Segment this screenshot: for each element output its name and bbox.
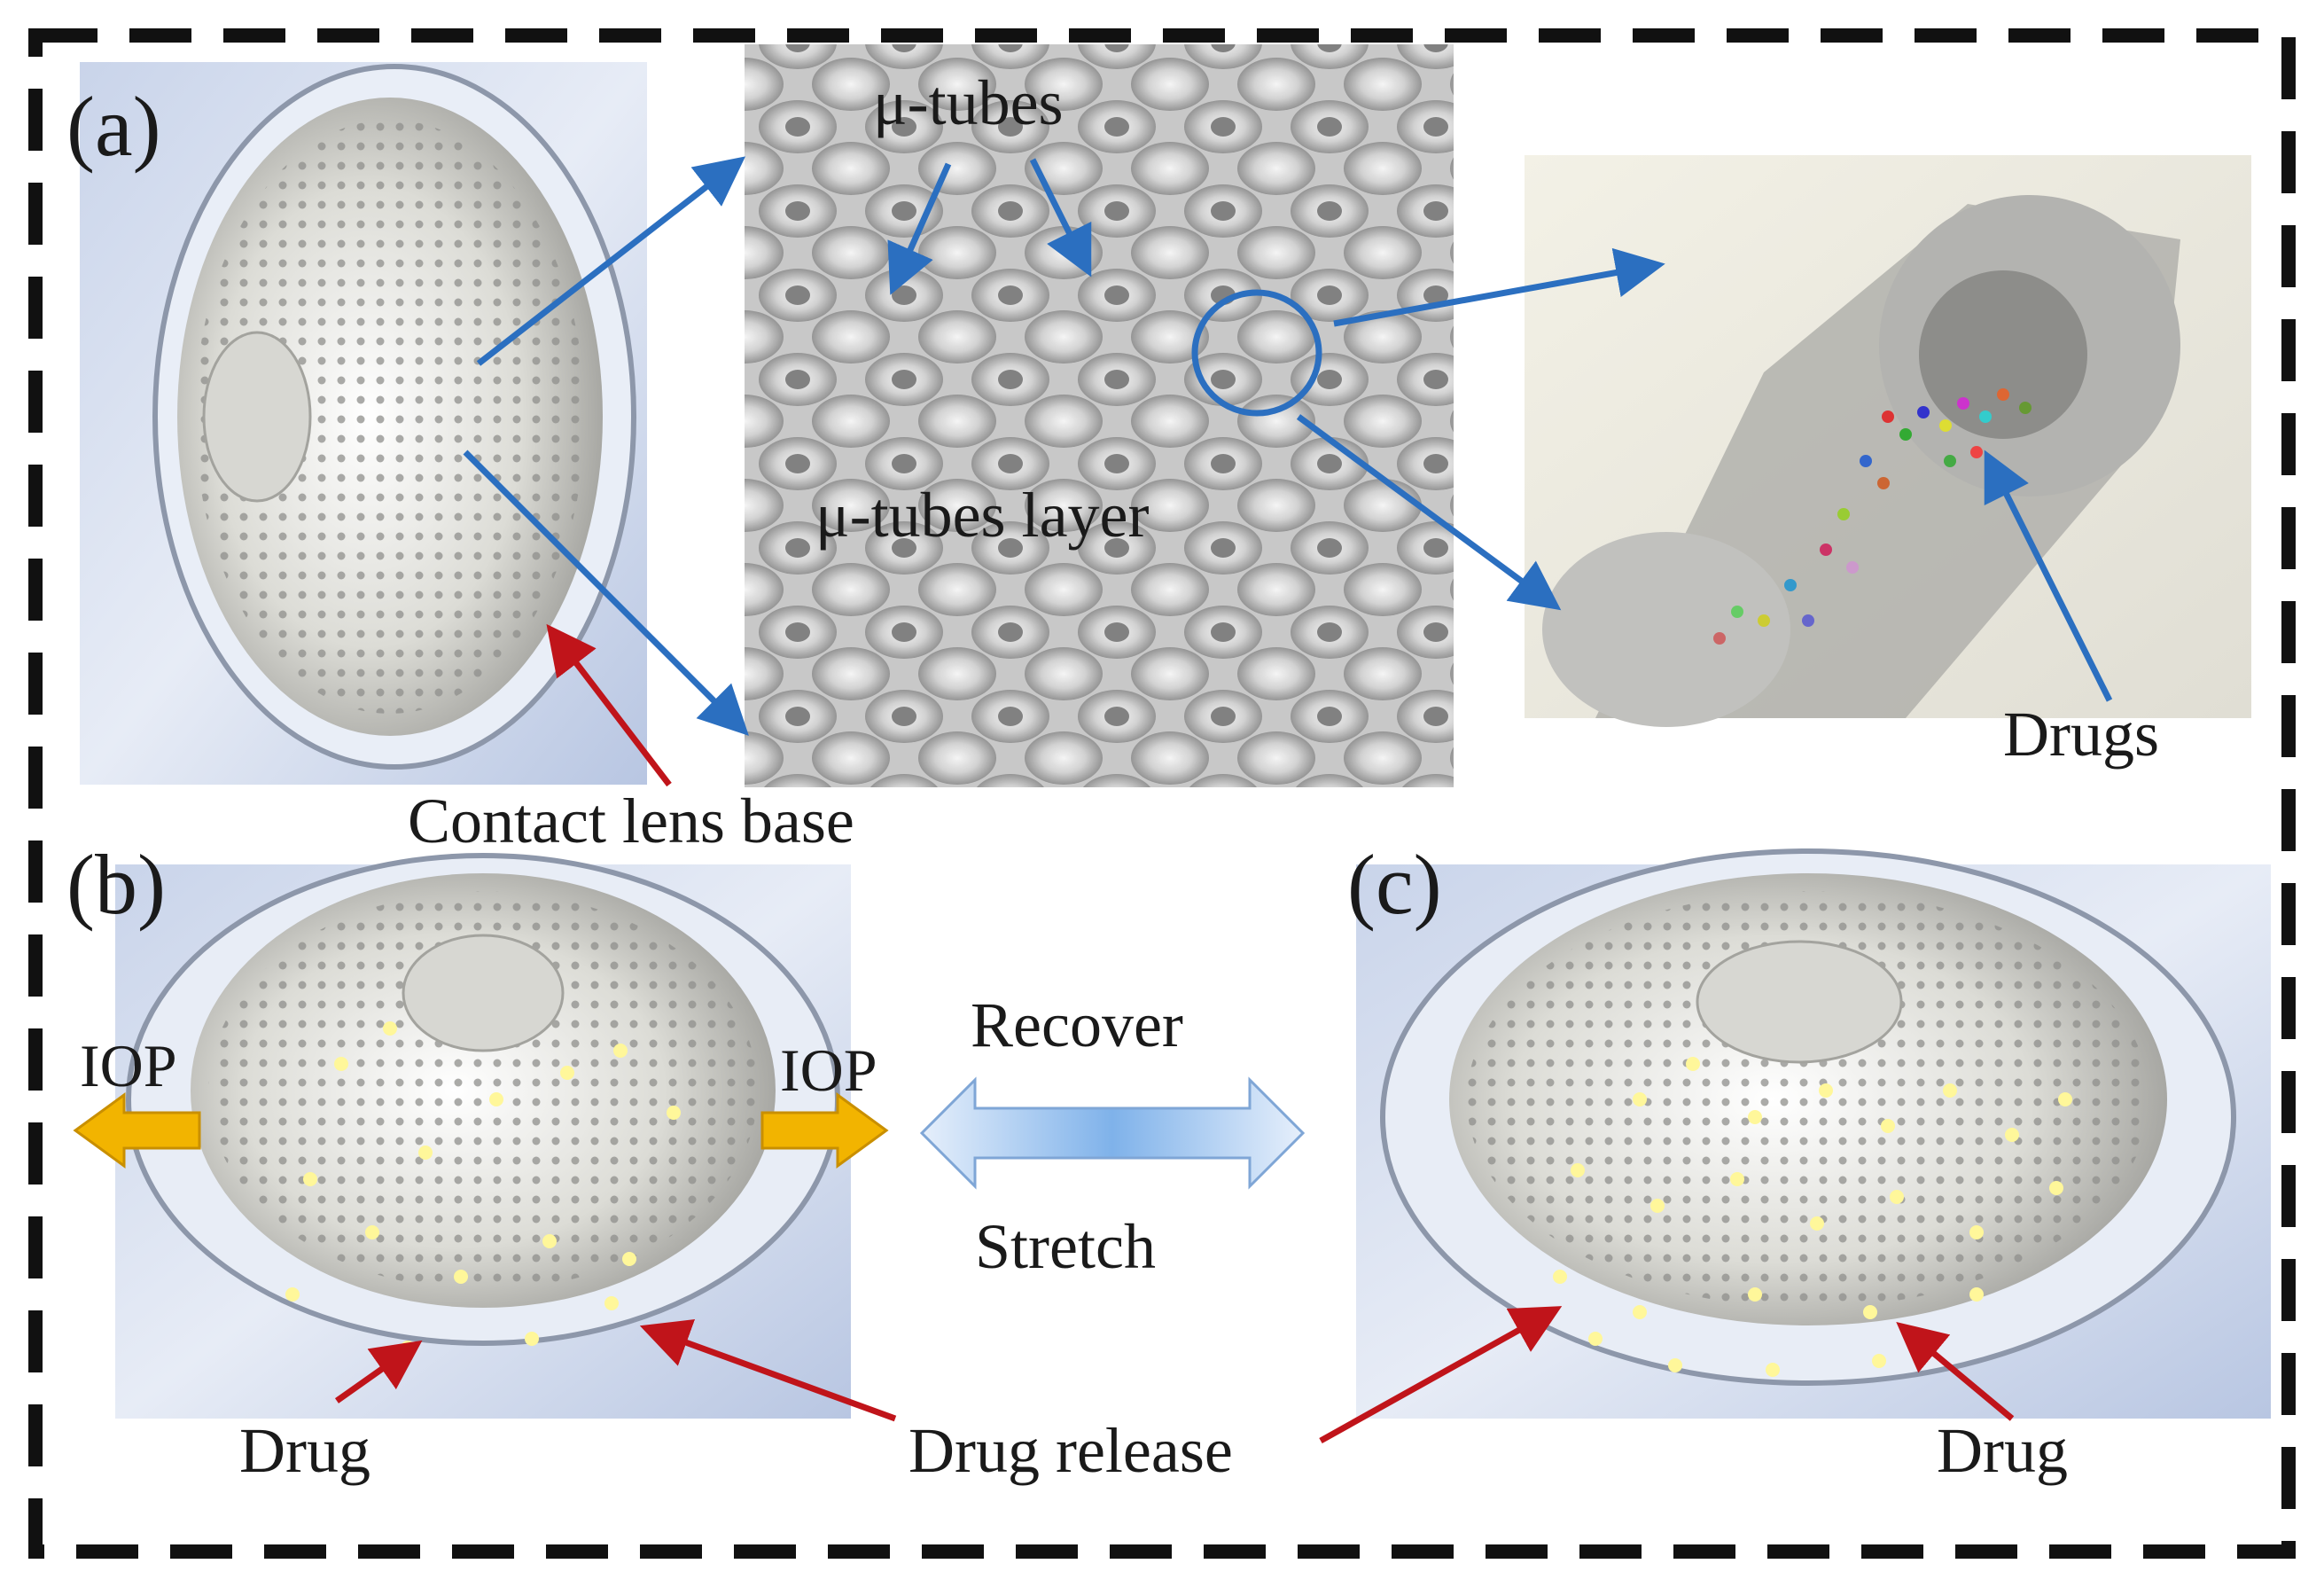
zoom-circle	[1191, 289, 1322, 417]
red-arrows	[334, 1306, 2015, 1444]
red-arrow-contact-lens-base	[546, 623, 672, 787]
iop-arrow-left	[73, 1092, 201, 1169]
label-drugs: Drugs	[2003, 699, 2159, 770]
label-iop-right: IOP	[780, 1036, 877, 1104]
panel-a-tag: (a)	[66, 79, 161, 174]
blue-arrows	[463, 156, 2113, 736]
label-recover: Recover	[971, 989, 1183, 1060]
panel-b-lens	[115, 853, 851, 1419]
label-drug-release: Drug release	[909, 1415, 1233, 1486]
label-iop-left: IOP	[80, 1032, 177, 1099]
label-mu-tubes: μ-tubes	[873, 67, 1064, 138]
panel-b-tag: (b)	[66, 837, 166, 932]
dashed-frame	[28, 28, 2296, 1559]
label-drug-b: Drug	[239, 1415, 370, 1486]
drug-molecules	[1713, 388, 2032, 645]
drug-dots-c	[1553, 1057, 2072, 1377]
panel-a-lens	[80, 62, 647, 785]
panel-a-closeup	[1525, 155, 2251, 727]
label-stretch: Stretch	[975, 1211, 1156, 1282]
panel-a-tubes-layer	[745, 44, 1454, 787]
label-contact-lens-base: Contact lens base	[408, 786, 854, 856]
panel-c-tag: (c)	[1347, 837, 1442, 932]
panel-c-lens	[1356, 848, 2271, 1419]
recover-stretch-double-arrow	[919, 1076, 1306, 1190]
label-drug-c: Drug	[1937, 1415, 2068, 1486]
label-mu-tubes-layer: μ-tubes layer	[815, 480, 1149, 551]
iop-arrow-right	[760, 1092, 889, 1169]
